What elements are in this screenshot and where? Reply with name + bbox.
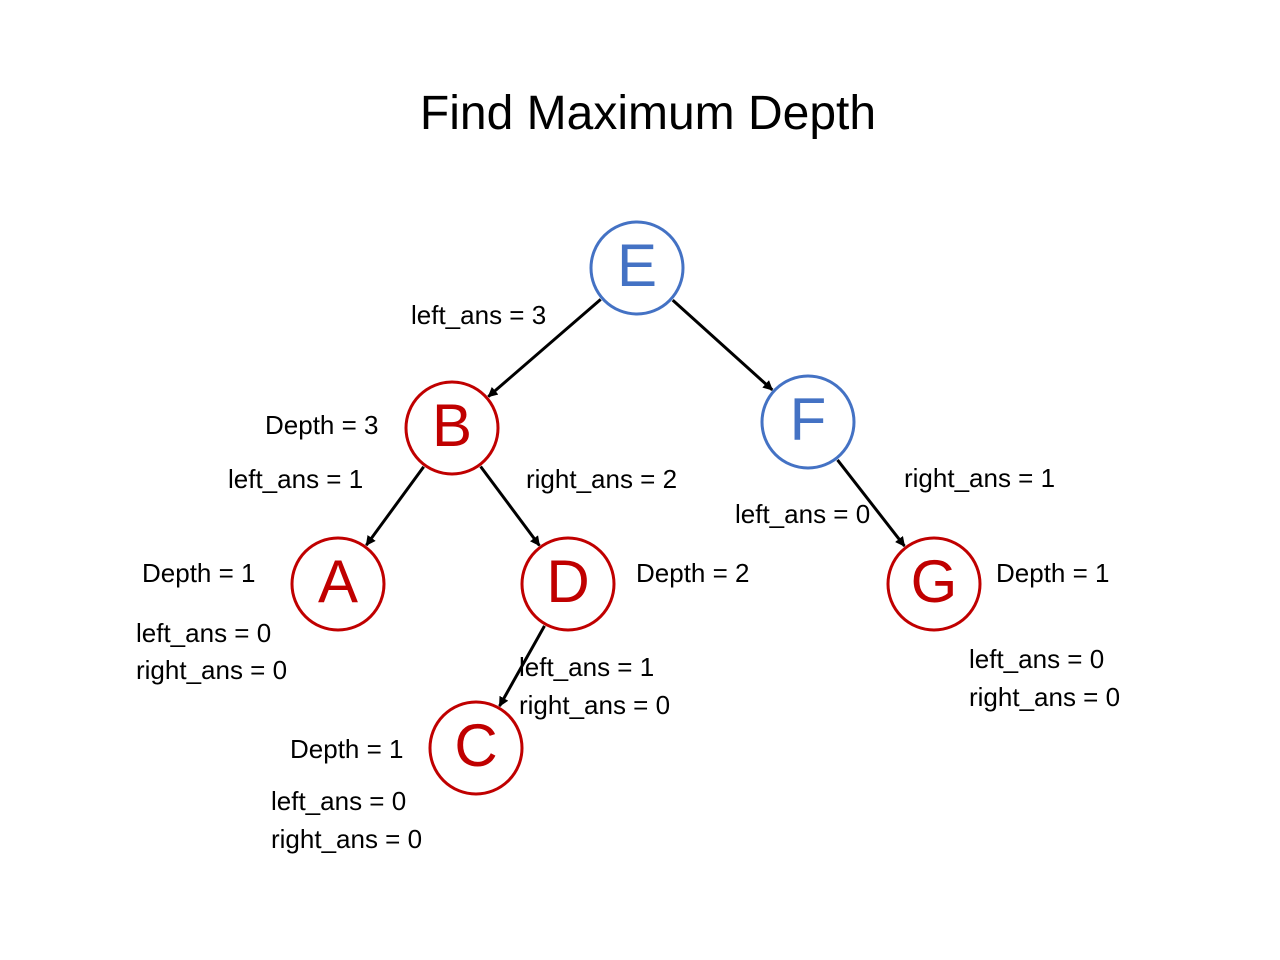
node-f: F [760, 374, 856, 470]
node-d-depth-label: Depth = 2 [636, 558, 750, 588]
node-g-label: G [911, 548, 958, 615]
node-b-circle [404, 380, 500, 476]
node-e-label: E [617, 232, 657, 299]
node-d-right-ans-label: right_ans = 0 [519, 690, 671, 720]
edge-b-d [479, 465, 541, 547]
node-g-depth-label: Depth = 1 [996, 558, 1110, 588]
node-c-depth-label: Depth = 1 [290, 734, 404, 764]
node-b: B [404, 380, 500, 476]
node-d-label: D [546, 548, 589, 615]
node-d: D [520, 536, 616, 632]
edge-label-e-left-ans: left_ans = 3 [411, 300, 547, 330]
node-c-left-ans-label: left_ans = 0 [271, 786, 407, 816]
node-c-label: C [454, 712, 497, 779]
edge-f-g [836, 458, 906, 548]
node-d-left-ans-label: left_ans = 1 [519, 652, 655, 682]
node-a-depth-label: Depth = 1 [142, 558, 256, 588]
node-g-right-ans-label: right_ans = 0 [969, 682, 1121, 712]
node-f-circle [760, 374, 856, 470]
node-e: E [589, 220, 685, 316]
edge-e-b [487, 298, 602, 398]
node-a-left-ans-label: left_ans = 0 [136, 618, 272, 648]
node-a-label: A [318, 548, 358, 615]
node-d-circle [520, 536, 616, 632]
node-a-right-ans-label: right_ans = 0 [136, 655, 288, 685]
node-f-label: F [790, 386, 827, 453]
edge-label-b-left-ans: left_ans = 1 [228, 464, 364, 494]
edge-label-f-right-ans: right_ans = 1 [904, 463, 1056, 493]
page-title: Find Maximum Depth [419, 87, 877, 140]
node-c: C [428, 700, 524, 796]
edge-label-f-left-ans: left_ans = 0 [735, 499, 871, 529]
node-g-circle [886, 536, 982, 632]
node-a-circle [290, 536, 386, 632]
node-g-left-ans-label: left_ans = 0 [969, 644, 1105, 674]
node-g: G [886, 536, 982, 632]
edge-label-b-right-ans: right_ans = 2 [526, 464, 678, 494]
node-e-circle [589, 220, 685, 316]
node-c-right-ans-label: right_ans = 0 [271, 824, 423, 854]
edge-e-f [671, 298, 774, 392]
node-c-circle [428, 700, 524, 796]
edge-d-c [498, 625, 546, 707]
edge-b-a [365, 465, 425, 547]
node-b-depth-label: Depth = 3 [265, 410, 379, 440]
node-b-label: B [432, 392, 472, 459]
node-a: A [290, 536, 386, 632]
